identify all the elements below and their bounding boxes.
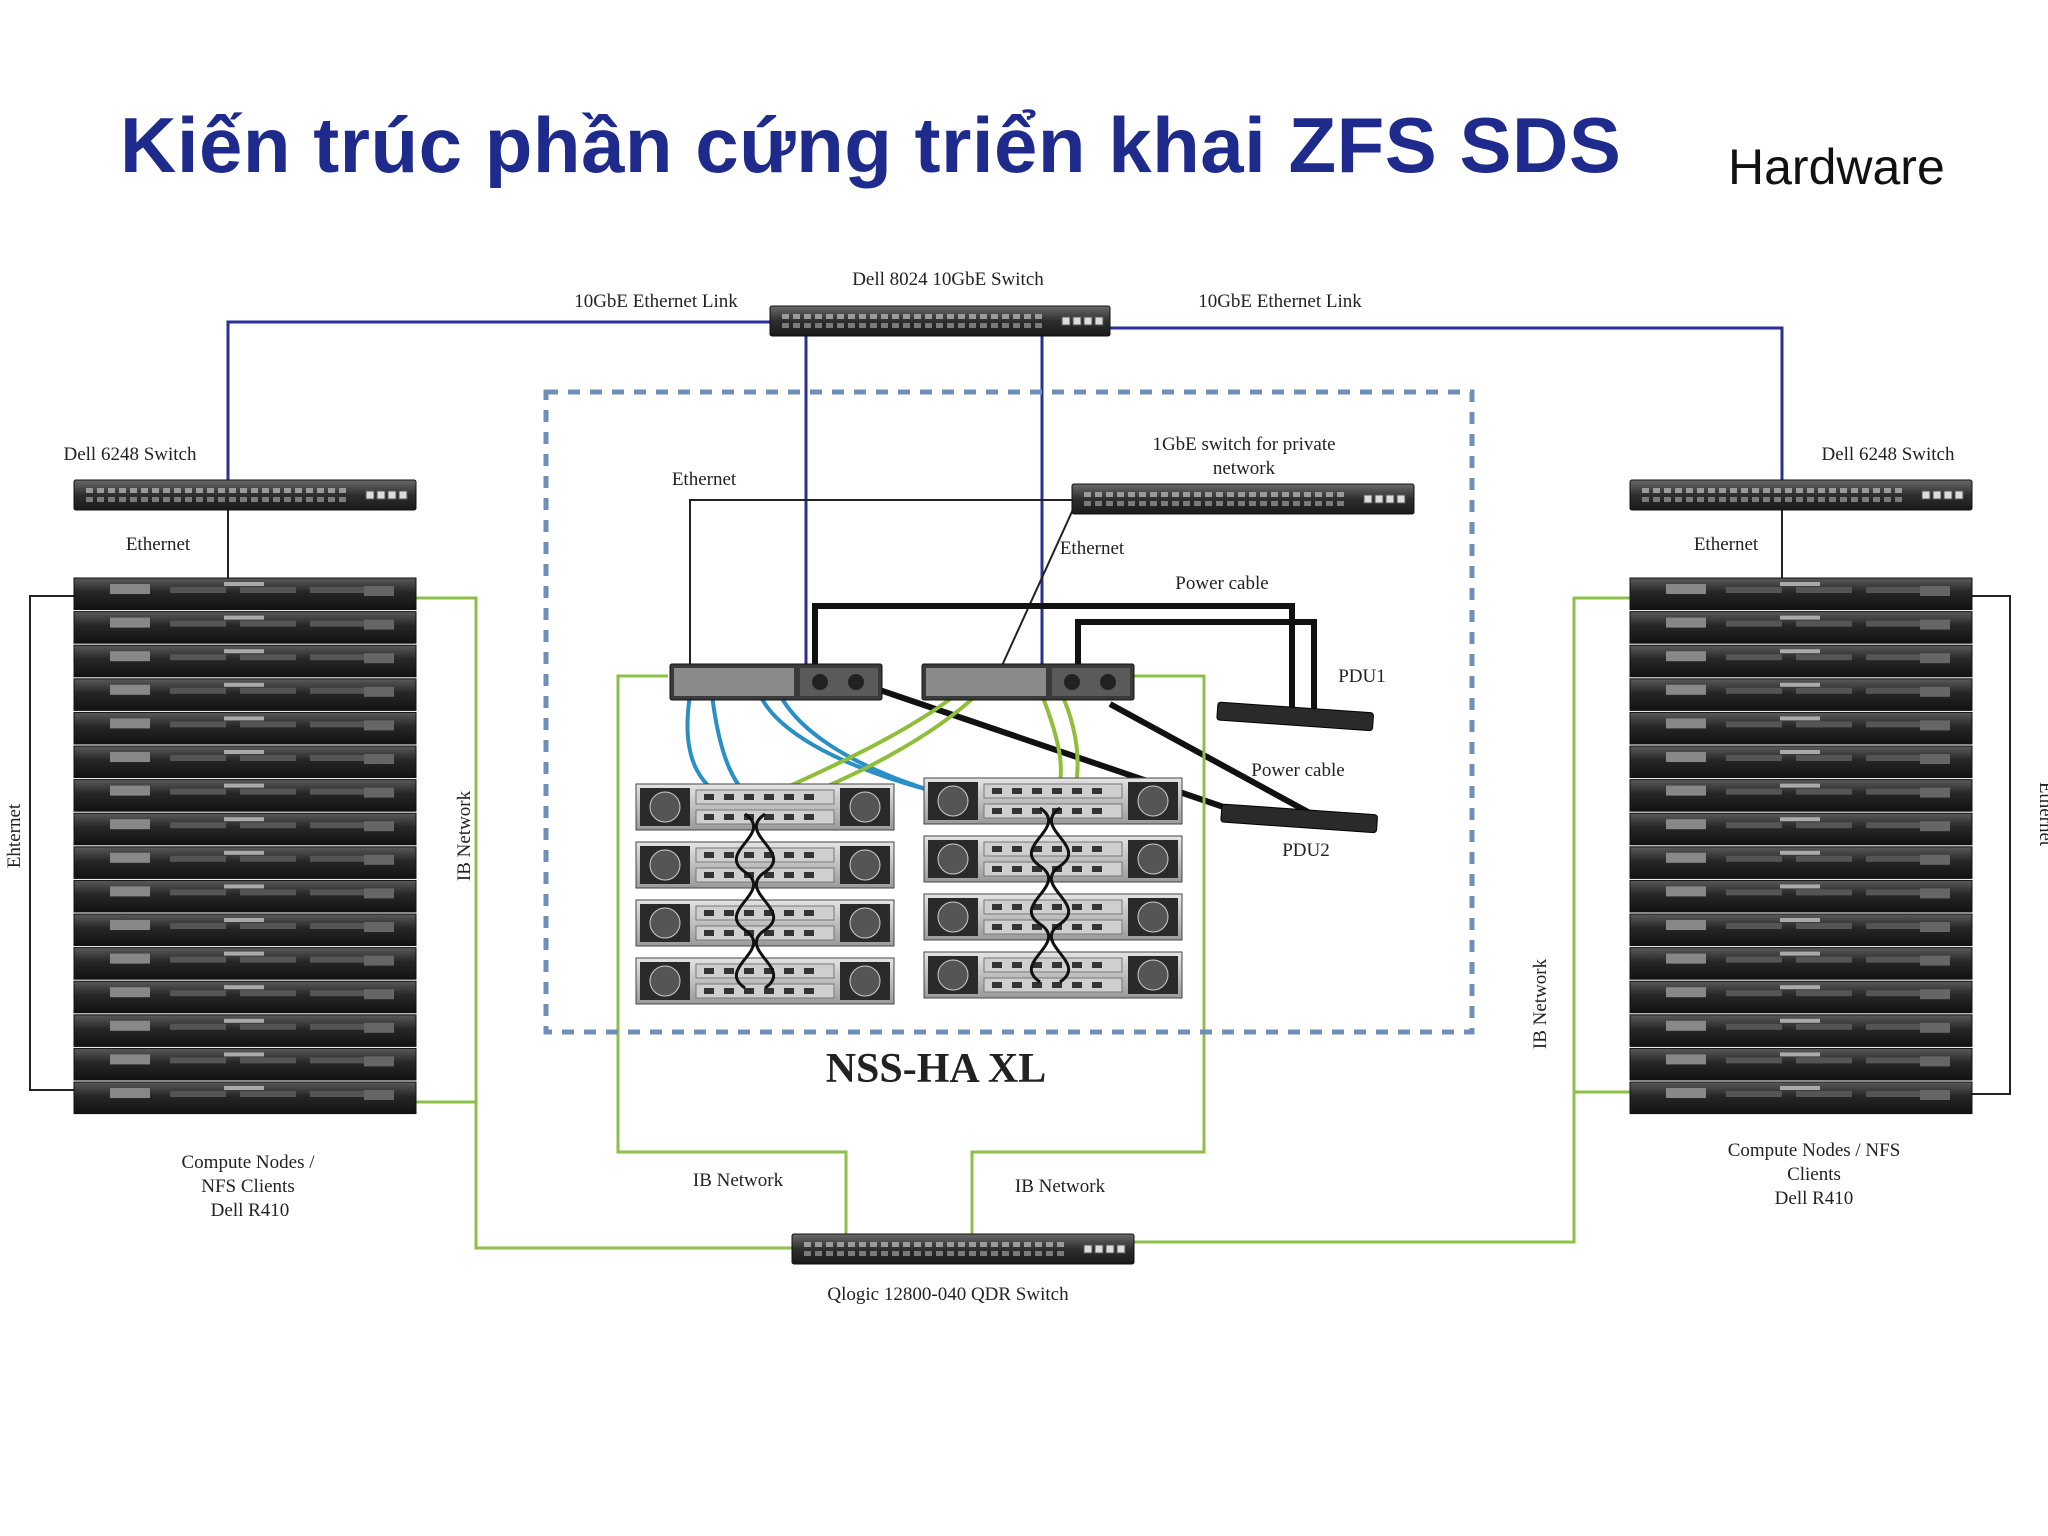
ethernet-inner-right-label: Ethernet (1060, 538, 1125, 559)
compute-node (1629, 1014, 1973, 1047)
compute-node (1629, 846, 1973, 879)
nss-ha-enclosure (543, 389, 1475, 1035)
link-right-label: 10GbE Ethernet Link (1198, 291, 1362, 312)
md-array (923, 951, 1183, 999)
right-switch-label: Dell 6248 Switch (1822, 444, 1955, 465)
ib-right-vertical-label: IB Network (1530, 958, 1551, 1049)
array-chain-cables (735, 806, 1070, 990)
ib-bottom-left-label: IB Network (693, 1170, 784, 1191)
ethernet-left-label: Ethernet (126, 534, 191, 555)
compute-node (73, 812, 417, 846)
compute-node (1629, 779, 1973, 812)
side-right-label: Ethernet (2035, 782, 2048, 847)
compute-node (73, 745, 417, 779)
nss-head-left (669, 663, 883, 701)
compute-node (73, 711, 417, 745)
compute-node (1629, 947, 1973, 980)
pdu1-label: PDU1 (1338, 666, 1386, 687)
top-switch-label: Dell 8024 10GbE Switch (852, 269, 1044, 290)
compute-node (1629, 577, 1973, 611)
left-switch (73, 479, 417, 511)
md-array (923, 893, 1183, 941)
right-nodes-line1: Compute Nodes / NFS (1728, 1140, 1901, 1161)
ethernet-inner-left-label: Ethernet (672, 469, 737, 490)
ethernet-right-label: Ethernet (1694, 534, 1759, 555)
compute-node (1629, 913, 1973, 947)
top-switch (769, 305, 1111, 337)
ethernet-link-wires (226, 320, 1784, 672)
private-switch-label-line2: network (1213, 458, 1276, 479)
compute-node (1629, 611, 1973, 644)
compute-node (73, 913, 417, 947)
compute-rack-left (73, 577, 417, 1115)
compute-node (73, 980, 417, 1014)
ethernet-wires (29, 499, 2011, 1095)
compute-node (73, 1047, 417, 1081)
compute-node (1629, 678, 1973, 711)
link-left-label: 10GbE Ethernet Link (574, 291, 738, 312)
right-switch (1629, 479, 1973, 511)
side-left-label: Ehternet (4, 803, 25, 868)
private-switch (1071, 483, 1415, 515)
compute-node (73, 947, 417, 980)
right-nodes-line2: Clients (1787, 1164, 1841, 1185)
enclosure-label: NSS-HA XL (826, 1046, 1047, 1092)
md-array (635, 841, 895, 889)
md-storage-arrays (635, 777, 1183, 1005)
bottom-switch (791, 1233, 1135, 1265)
compute-node (73, 1014, 417, 1047)
left-nodes-line3: Dell R410 (211, 1200, 290, 1221)
bottom-switch-label: Qlogic 12800-040 QDR Switch (827, 1284, 1069, 1305)
ib-bottom-right-label: IB Network (1015, 1176, 1106, 1197)
power-cable-bottom-label: Power cable (1251, 760, 1344, 781)
switch-ports (86, 314, 1964, 1256)
compute-node (73, 644, 417, 678)
right-nodes-line3: Dell R410 (1775, 1188, 1854, 1209)
compute-node (1629, 879, 1973, 913)
slide-title: Kiến trúc phần cứng triển khai ZFS SDS (120, 101, 1622, 189)
compute-node (73, 611, 417, 644)
left-nodes-line1: Compute Nodes / (182, 1152, 316, 1173)
pdu1-unit (1216, 701, 1374, 732)
compute-rack-right (1629, 577, 1973, 1115)
ib-network-wires (392, 596, 1660, 1250)
compute-node (73, 678, 417, 711)
left-switch-label: Dell 6248 Switch (64, 444, 197, 465)
compute-node (73, 577, 417, 611)
ib-left-vertical-label: IB Network (454, 790, 475, 881)
private-switch-label-line1: 1GbE switch for private (1152, 434, 1335, 455)
compute-node (1629, 644, 1973, 678)
compute-node (73, 879, 417, 913)
pdu2-label: PDU2 (1282, 840, 1330, 861)
slide-tag: Hardware (1728, 139, 1945, 195)
compute-node (1629, 1047, 1973, 1081)
nss-head-right (921, 663, 1135, 701)
md-array (635, 899, 895, 947)
md-array (635, 957, 895, 1005)
compute-node (1629, 980, 1973, 1014)
compute-node (73, 846, 417, 879)
compute-node (1629, 812, 1973, 846)
compute-node (1629, 711, 1973, 745)
compute-node (73, 1081, 417, 1115)
md-array (635, 783, 895, 831)
pdu2-unit (1220, 803, 1378, 834)
power-cable-top-label: Power cable (1175, 573, 1268, 594)
left-nodes-line2: NFS Clients (201, 1176, 294, 1197)
compute-node (1629, 1081, 1973, 1115)
compute-node (73, 779, 417, 812)
compute-node (1629, 745, 1973, 779)
